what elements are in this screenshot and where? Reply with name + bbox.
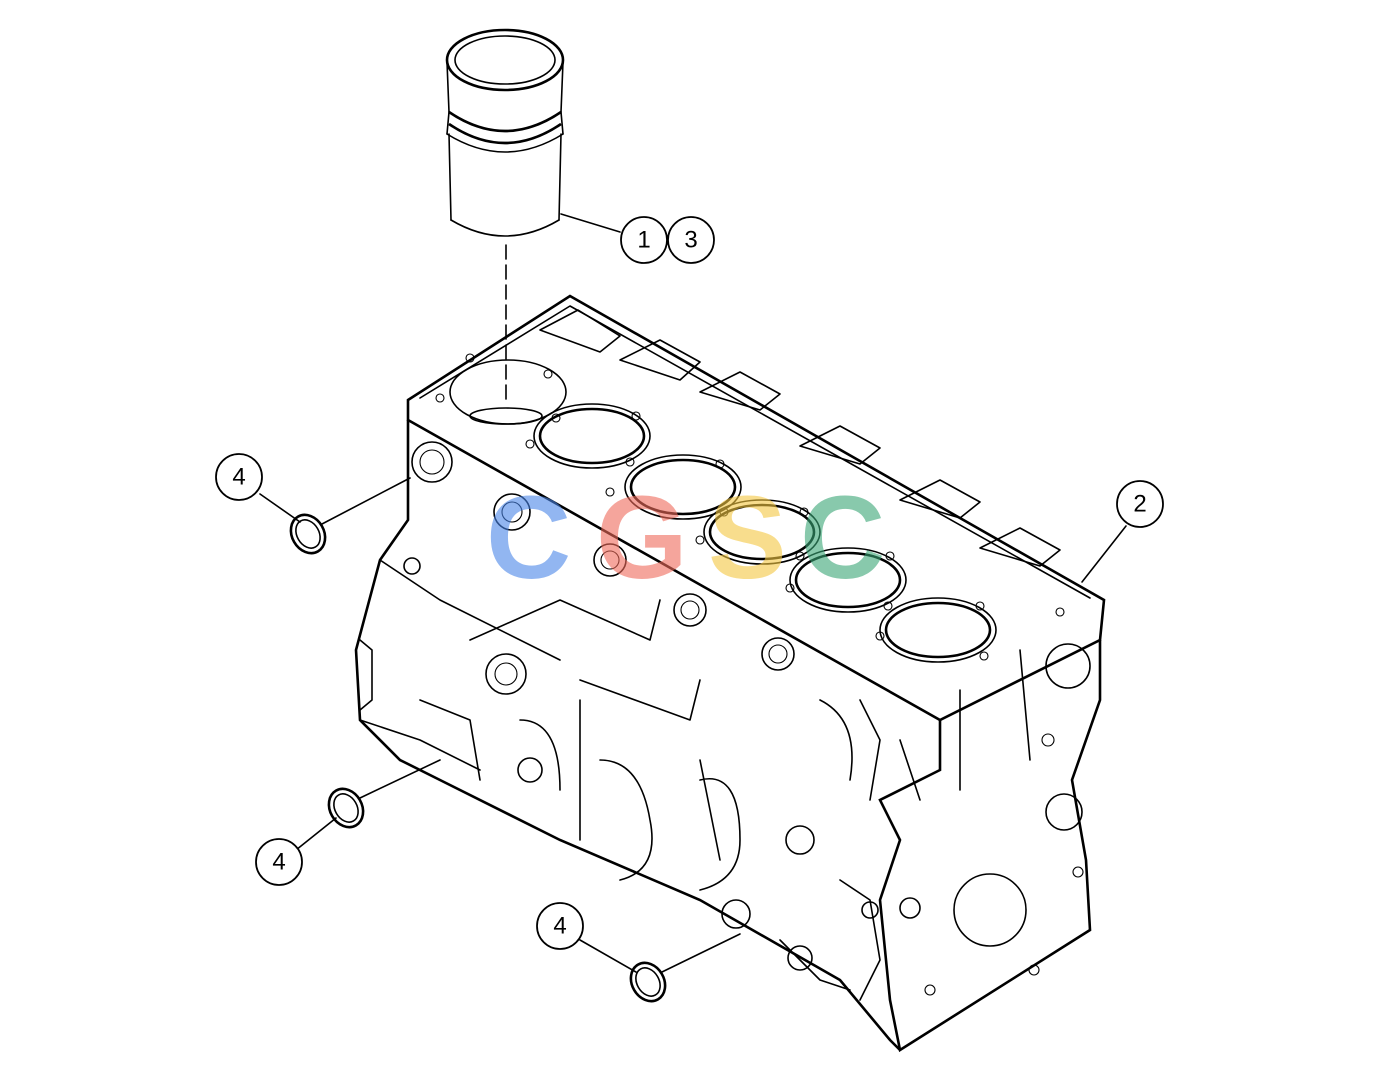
callout-4a-label: 4 xyxy=(232,464,245,491)
callout-4-bottom-left: 4 xyxy=(255,838,303,886)
bolt-holes xyxy=(435,353,1065,661)
watermark-letter-4: C xyxy=(800,472,885,604)
leader-lines xyxy=(259,493,1127,973)
callout-4-top-left: 4 xyxy=(215,453,263,501)
callout-4c-label: 4 xyxy=(553,913,566,940)
callout-4-bottom: 4 xyxy=(536,902,584,950)
watermark: C G S C xyxy=(486,472,885,604)
plugs xyxy=(289,477,741,1003)
plug-top-left xyxy=(289,513,327,555)
watermark-letter-2: G xyxy=(596,472,688,604)
callout-3-label: 3 xyxy=(684,227,697,254)
callout-2-label: 2 xyxy=(1133,491,1146,518)
side-ports xyxy=(403,441,879,971)
callout-1-label: 1 xyxy=(637,227,650,254)
cylinder-liner xyxy=(445,28,621,237)
plug-bottom xyxy=(629,961,667,1003)
plug-bottom-left xyxy=(327,787,365,829)
watermark-letter-3: S xyxy=(708,472,787,604)
engine-block xyxy=(354,294,1106,1053)
callout-3: 3 xyxy=(667,216,715,264)
cylinder-bores xyxy=(449,359,997,663)
callout-1: 1 xyxy=(620,216,668,264)
leader-line-1 xyxy=(560,213,621,233)
callout-2: 2 xyxy=(1116,480,1164,528)
callout-4b-label: 4 xyxy=(272,849,285,876)
watermark-letter-1: C xyxy=(486,472,571,604)
